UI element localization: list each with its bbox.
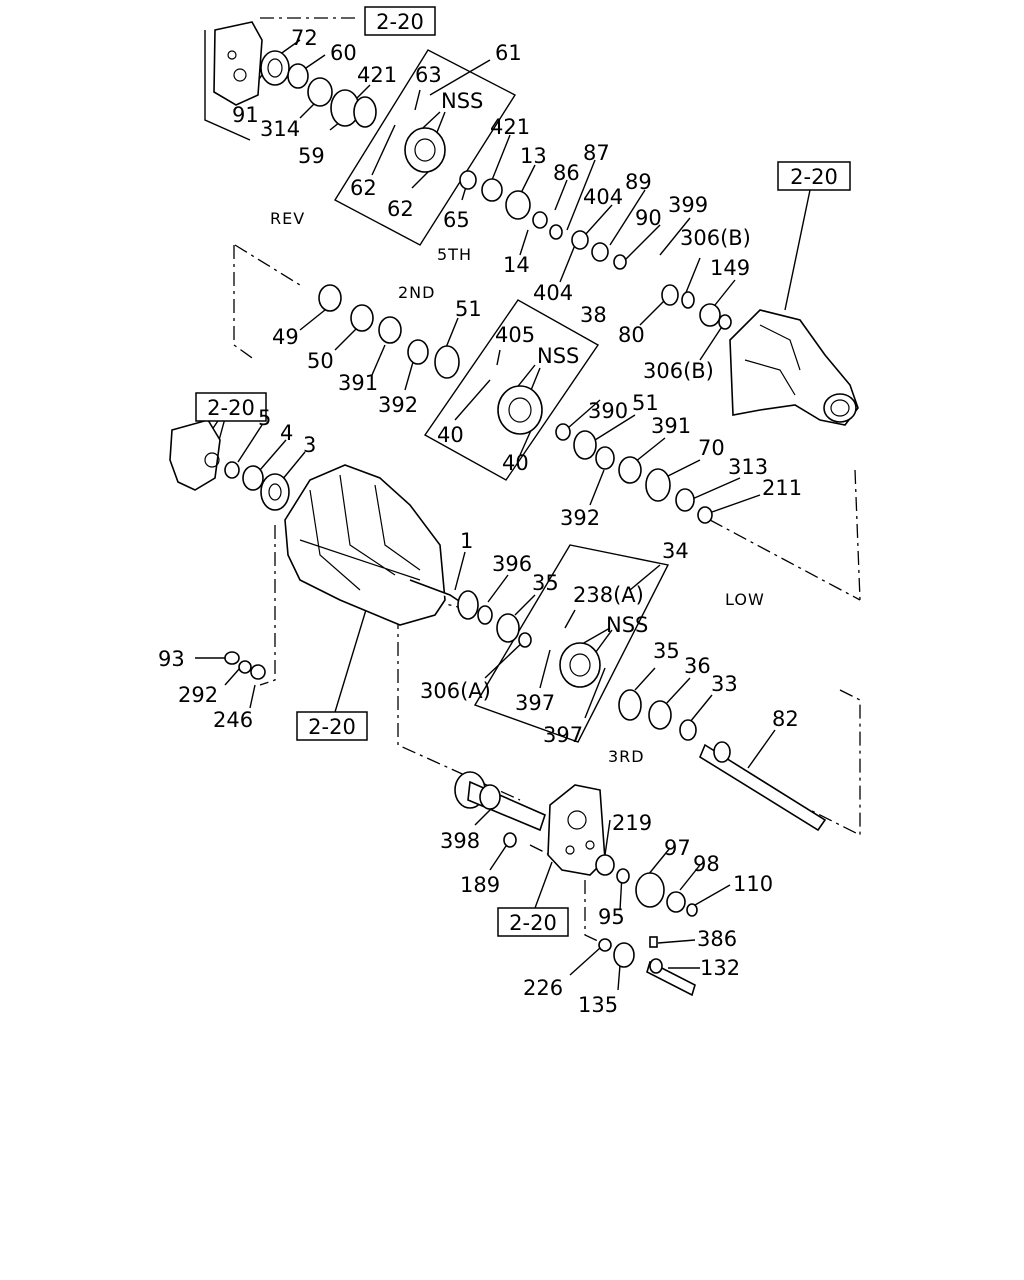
part-label: 421 [490,115,530,139]
part-label: 62 [387,197,414,221]
section-label-2nd: 2ND [398,283,435,302]
part-label: 306(B) [643,359,714,383]
part-label: 80 [618,323,645,347]
part-label: 421 [357,63,397,87]
section-label-rev: REV [270,209,305,228]
part-label: NSS [537,344,579,368]
part-label: 135 [578,993,618,1017]
part-label: 392 [378,393,418,417]
part-label: 40 [502,451,529,475]
part-label: 60 [330,41,357,65]
part-label: 399 [668,193,708,217]
svg-text:2-20: 2-20 [790,165,838,189]
svg-text:2-20: 2-20 [308,715,356,739]
front-cover [169,419,221,491]
reference-boxes: 2-20 2-20 2-20 2-20 2-20 [195,6,851,937]
part-label: 1 [460,529,473,553]
part-label: 189 [460,873,500,897]
part-label: 95 [598,905,625,929]
ref-box-top: 2-20 [364,6,436,36]
part-label: 226 [523,976,563,1000]
part-label: 34 [662,539,689,563]
housings [169,21,859,876]
main-case [284,464,446,626]
part-label: 91 [232,103,259,127]
part-label: 61 [495,41,522,65]
part-label: 238(A) [573,583,644,607]
ref-box-right: 2-20 [777,161,851,191]
part-label: 35 [653,639,680,663]
part-label: 63 [415,63,442,87]
part-label: 390 [588,399,628,423]
svg-text:2-20: 2-20 [376,10,424,34]
part-label: 306(B) [680,226,751,250]
part-label: 391 [651,414,691,438]
part-label: 5 [258,406,271,430]
part-label: 149 [710,256,750,280]
part-label: 98 [693,852,720,876]
part-label: 65 [443,208,470,232]
section-label-5th: 5TH [437,245,472,264]
part-label: 72 [291,26,318,50]
part-label: 40 [437,423,464,447]
part-label: 404 [583,185,623,209]
part-label: 405 [495,323,535,347]
part-label: 89 [625,170,652,194]
part-label: 35 [532,571,559,595]
part-label: 313 [728,455,768,479]
part-label: 292 [178,683,218,707]
part-label: 33 [711,672,738,696]
part-label: 404 [533,281,573,305]
part-label: 211 [762,476,802,500]
part-label: 82 [772,707,799,731]
part-label: 86 [553,161,580,185]
section-label-3rd: 3RD [608,747,645,766]
part-label: 132 [700,956,740,980]
part-label: 396 [492,552,532,576]
part-label: 87 [583,141,610,165]
part-label: 3 [303,433,316,457]
svg-text:2-20: 2-20 [207,396,255,420]
rear-cover-top [213,21,263,106]
ref-box-bottom-left: 2-20 [296,711,368,741]
part-label: 14 [503,253,530,277]
part-label: 93 [158,647,185,671]
part-label: 13 [520,144,547,168]
part-label: 50 [307,349,334,373]
gear-parts [224,50,827,997]
ref-box-left: 2-20 [195,392,267,422]
part-label: 397 [543,723,583,747]
part-label: 110 [733,872,773,896]
part-label: 392 [560,506,600,530]
part-number-labels: 72 60 61 91 314 421 63 NSS 59 62 62 421 … [158,26,802,1017]
part-label: 314 [260,117,300,141]
part-label: 49 [272,325,299,349]
part-label: NSS [441,89,483,113]
part-label: 36 [684,654,711,678]
part-label: 4 [280,421,293,445]
section-label-low: LOW [725,590,765,609]
part-label: 391 [338,371,378,395]
part-label: 51 [455,297,482,321]
part-label: 70 [698,436,725,460]
part-label: 306(A) [420,679,491,703]
part-label: 62 [350,176,377,200]
part-label: 38 [580,303,607,327]
part-label: 386 [697,927,737,951]
part-label: 97 [664,836,691,860]
part-label: 59 [298,144,325,168]
part-label: 90 [635,206,662,230]
part-label: 246 [213,708,253,732]
ref-box-bottom: 2-20 [497,907,569,937]
part-label: 219 [612,811,652,835]
svg-text:2-20: 2-20 [509,911,557,935]
part-label: 51 [632,391,659,415]
part-label: NSS [606,613,648,637]
part-label: 397 [515,691,555,715]
section-labels: REV 5TH 2ND LOW 3RD [270,209,765,766]
part-label: 398 [440,829,480,853]
